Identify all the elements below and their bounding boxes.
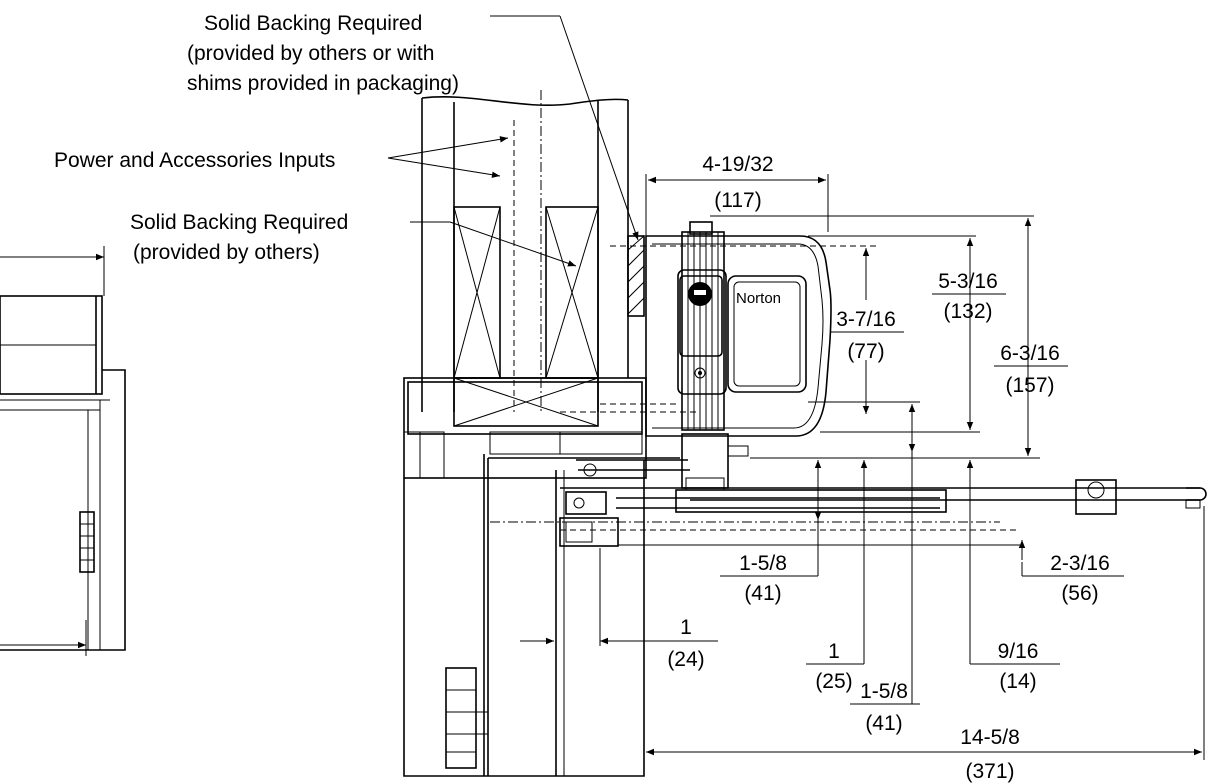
dim-14-5-8-metric: (371) xyxy=(965,760,1014,783)
dim-1-25-metric: (25) xyxy=(815,670,852,693)
dim-9-16-imperial: 9/16 xyxy=(998,640,1039,663)
dim-2-3-16-metric: (56) xyxy=(1061,582,1098,605)
leader-lines xyxy=(387,15,639,267)
dim-5-3-16-imperial: 5-3/16 xyxy=(938,270,998,293)
backing-mid-line-2: (provided by others) xyxy=(133,241,320,264)
frame-and-door xyxy=(403,377,690,777)
callout-labels: Solid Backing Required (provided by othe… xyxy=(54,12,459,264)
backing-top-line-2: (provided by others or with xyxy=(187,42,434,65)
backing-top-line-3: shims provided in packaging) xyxy=(187,72,459,95)
left-side-view xyxy=(0,246,126,656)
dim-6-3-16-imperial: 6-3/16 xyxy=(1000,342,1060,365)
dim-4-19-32-metric: (117) xyxy=(714,189,761,212)
dim-1-25-imperial: 1 xyxy=(828,640,840,663)
dim-9-16-metric: (14) xyxy=(999,670,1036,693)
dimension-lines xyxy=(520,176,1202,756)
dim-1-24-imperial: 1 xyxy=(680,616,692,639)
arm-track-assembly xyxy=(490,479,1207,547)
dim-6-3-16-metric: (157) xyxy=(1005,374,1054,397)
dim-1-5-8-bottom-metric: (41) xyxy=(865,712,902,735)
dim-4-19-32-imperial: 4-19/32 xyxy=(702,153,773,176)
dim-5-3-16-metric: (132) xyxy=(943,300,992,323)
wall-header-section xyxy=(421,90,700,427)
dim-1-5-8-bottom-imperial: 1-5/8 xyxy=(860,680,908,703)
dim-3-7-16-imperial: 3-7/16 xyxy=(836,308,896,331)
backing-top-line-1: Solid Backing Required xyxy=(204,12,422,35)
power-inputs-label: Power and Accessories Inputs xyxy=(54,149,335,172)
backing-mid-line-1: Solid Backing Required xyxy=(130,211,348,234)
dim-1-24-metric: (24) xyxy=(667,648,704,671)
dim-1-5-8-left-imperial: 1-5/8 xyxy=(739,552,787,575)
dim-3-7-16-metric: (77) xyxy=(847,340,884,363)
operator-body: Norton xyxy=(576,221,832,491)
dimension-labels: 4-19/32 (117) 5-3/16 (132) 3-7/16 (77) 6… xyxy=(667,153,1109,783)
dim-1-5-8-left-metric: (41) xyxy=(744,582,781,605)
brand-logo-text: Norton xyxy=(736,290,781,307)
dim-14-5-8-imperial: 14-5/8 xyxy=(960,726,1020,749)
extension-lines xyxy=(599,174,1205,776)
dim-2-3-16-imperial: 2-3/16 xyxy=(1050,552,1110,575)
